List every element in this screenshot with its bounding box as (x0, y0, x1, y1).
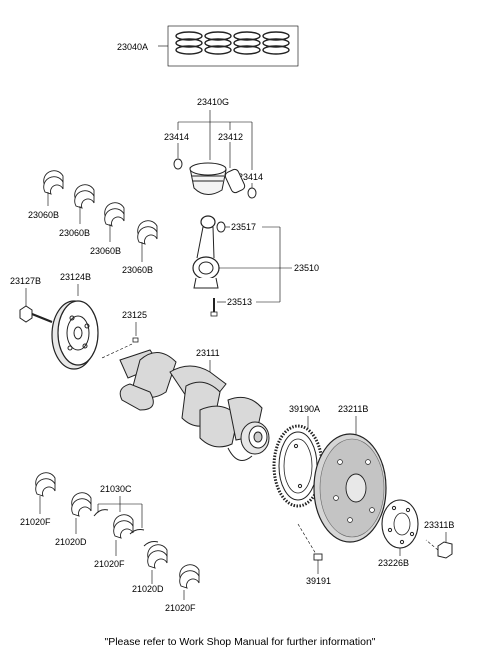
label-snap-ring-left: 23414 (164, 132, 189, 142)
main-bearing-shells (35, 472, 200, 600)
label-main-bearing-2: 21020D (55, 537, 87, 547)
label-main-bearing-5: 21020F (165, 603, 196, 613)
label-piston-pin: 23412 (218, 132, 243, 142)
crankshaft (119, 349, 270, 461)
label-flexplate-bolt: 23311B (424, 520, 454, 530)
label-flexplate: 23211B (338, 404, 368, 414)
damper-pulley (51, 284, 99, 370)
footer-note: "Please refer to Work Shop Manual for fu… (104, 636, 376, 648)
label-conrod-bearing-3: 23060B (90, 246, 121, 256)
piston-assembly-leaders (177, 110, 253, 188)
label-conrod-bearing-2: 23060B (59, 228, 90, 238)
label-main-bearing-3: 21020F (94, 559, 125, 569)
piston (173, 158, 257, 199)
label-ring-gear: 39190A (289, 404, 320, 414)
flexplate (313, 433, 387, 543)
label-crank-key: 23125 (122, 310, 147, 320)
connecting-rod-leaders (217, 226, 292, 303)
label-piston-ring-set: 23040A (117, 42, 148, 52)
label-conrod-bearing-1: 23060B (28, 210, 59, 220)
label-sensor-bolt: 39191 (306, 576, 331, 586)
label-crankshaft: 23111 (196, 348, 220, 358)
label-piston-assembly: 23410G (197, 97, 229, 107)
label-conrod-assembly: 23510 (294, 263, 319, 273)
crank-key (101, 322, 139, 359)
label-adapter-plate: 23226B (378, 558, 409, 568)
label-snap-ring-right: 23414 (238, 172, 263, 182)
label-main-bearing-1: 21020F (20, 517, 51, 527)
pulley-bolt (19, 288, 53, 324)
sensor-bolt (297, 523, 323, 574)
label-pulley-bolt: 23127B (10, 276, 41, 286)
piston-ring-set (158, 25, 299, 67)
flexplate-bolt (425, 532, 453, 559)
label-main-bearing-4: 21020D (132, 584, 164, 594)
label-conrod-bearing: 23517 (231, 222, 256, 232)
connecting-rod (192, 215, 226, 317)
label-conrod-bearing-4: 23060B (122, 265, 153, 275)
adapter-plate (381, 499, 419, 556)
label-conrod-bolt: 23513 (227, 297, 252, 307)
conrod-bearing-shells (43, 170, 158, 262)
label-thrust-bearing: 21030C (100, 484, 132, 494)
label-damper-pulley: 23124B (60, 272, 91, 282)
thrust-bearing-leaders (97, 496, 143, 528)
